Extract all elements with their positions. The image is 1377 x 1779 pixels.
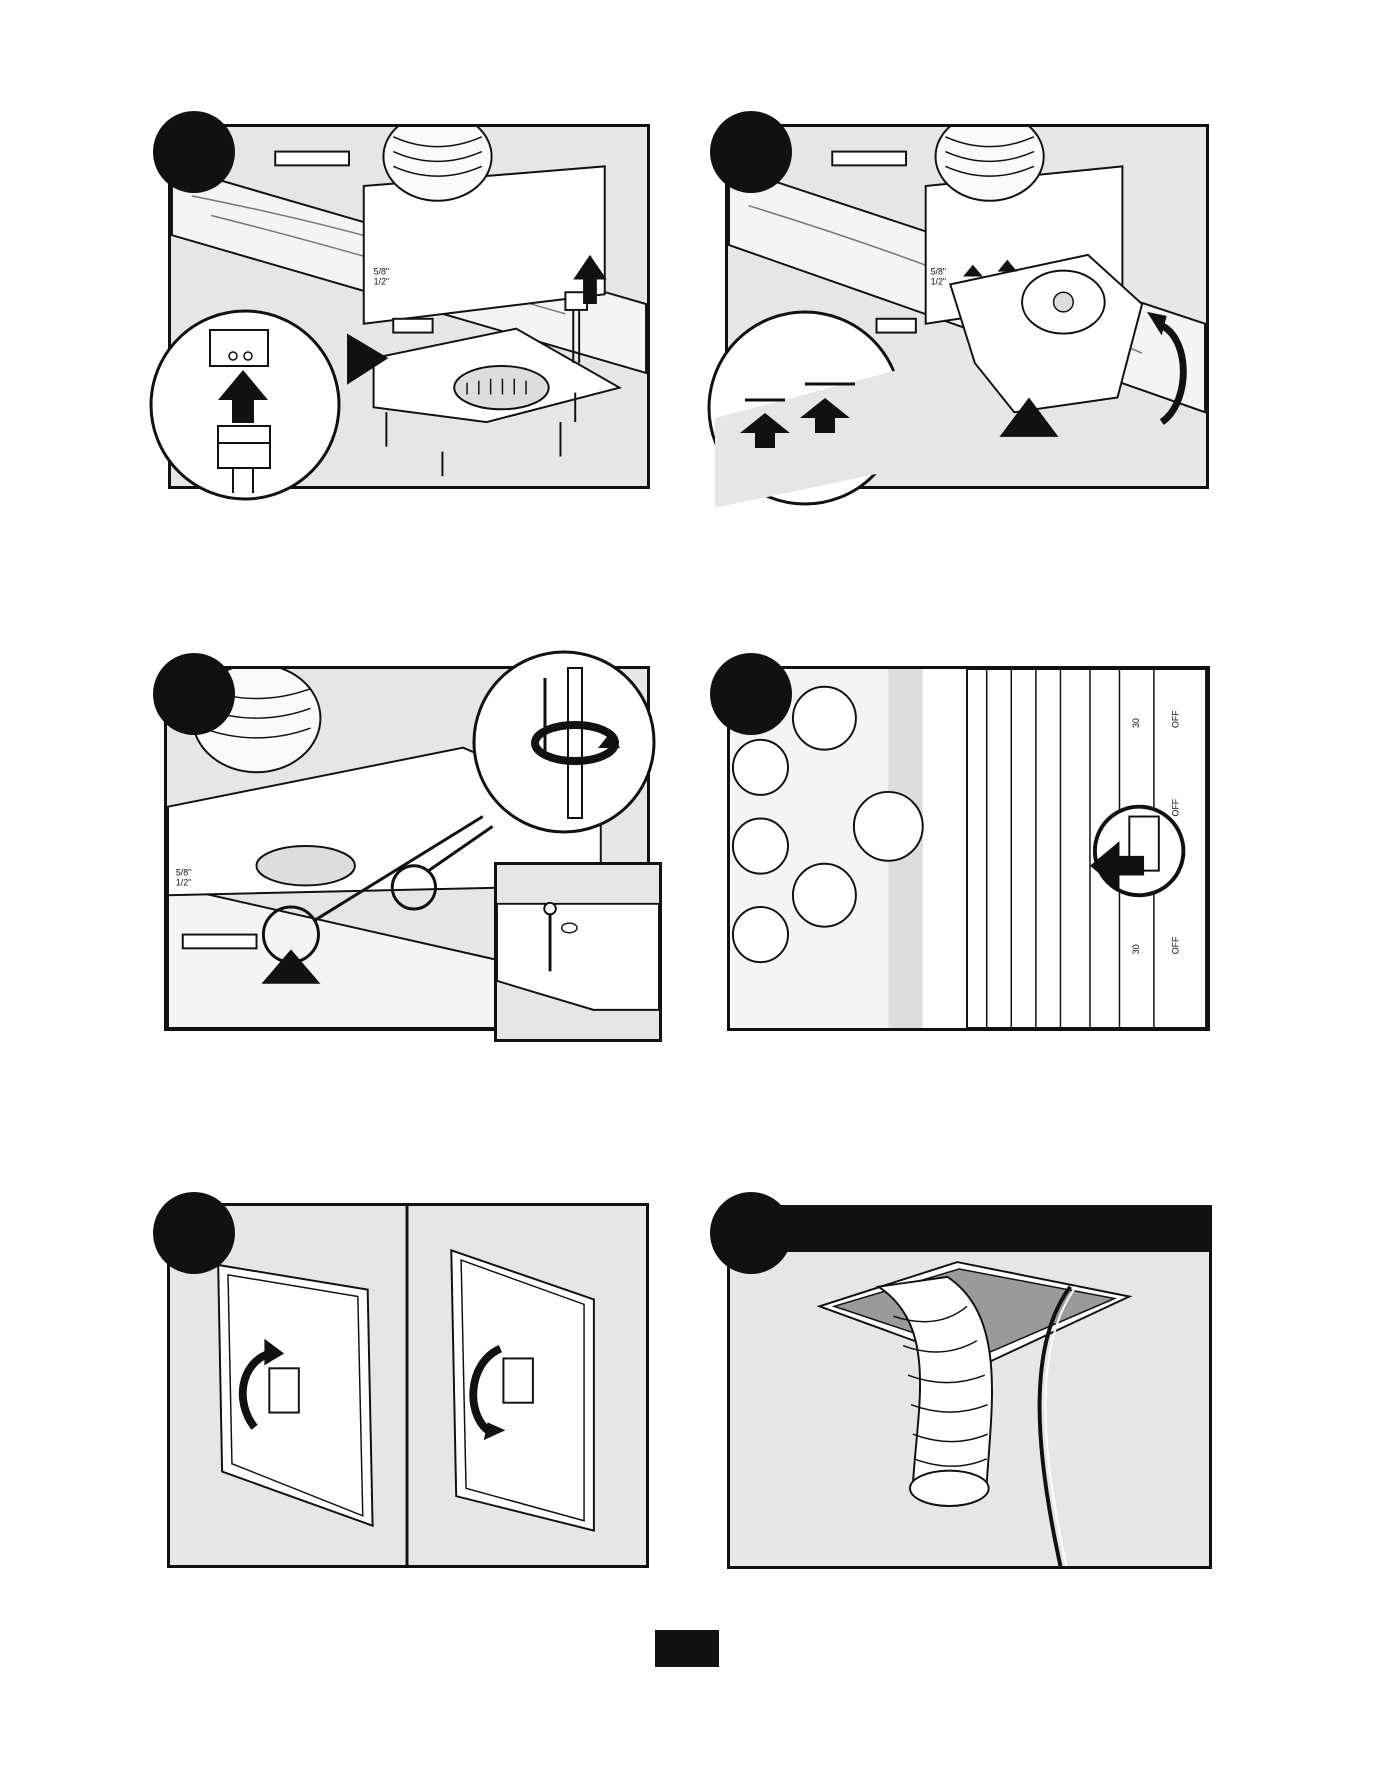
step-panel-4: 30 OFF 30 OFF 30 OFF [727,666,1210,1031]
step-badge-6 [710,1192,792,1274]
thickness-label-lower: 1/2" [931,276,946,286]
step-panel-5 [167,1203,649,1568]
step-badge-5 [153,1192,235,1274]
breaker-state-label: OFF [1170,936,1180,954]
step-3-detail-screw [494,862,662,1042]
thickness-label-upper: 5/8" [931,267,946,277]
step-3-detail-screwdriver [470,648,658,836]
breaker-state-label: OFF [1170,798,1180,816]
step-badge-4 [710,653,792,735]
step-6-header-bar [780,1205,1212,1252]
breaker-amp-label: 30 [1131,718,1141,728]
step-badge-1 [153,111,235,193]
thickness-label-lower: 1/2" [374,276,389,286]
thickness-label-lower: 1/2" [176,877,191,887]
step-4-illustration: 30 OFF 30 OFF 30 OFF [730,669,1207,1028]
breaker-state-label: OFF [1170,710,1180,728]
step-2-detail-alignment [705,308,905,508]
step-1-detail-plug [148,308,343,503]
step-panel-6 [727,1205,1212,1569]
thickness-label-upper: 5/8" [176,868,191,878]
step-badge-3 [153,653,235,735]
breaker-amp-label: 30 [1131,944,1141,954]
step-badge-2 [710,111,792,193]
step-6-illustration [730,1208,1209,1566]
screwdriver-icon [568,668,582,818]
page-number-tab [655,1630,719,1667]
thickness-label-upper: 5/8" [374,267,389,277]
step-5-illustration [170,1206,646,1565]
